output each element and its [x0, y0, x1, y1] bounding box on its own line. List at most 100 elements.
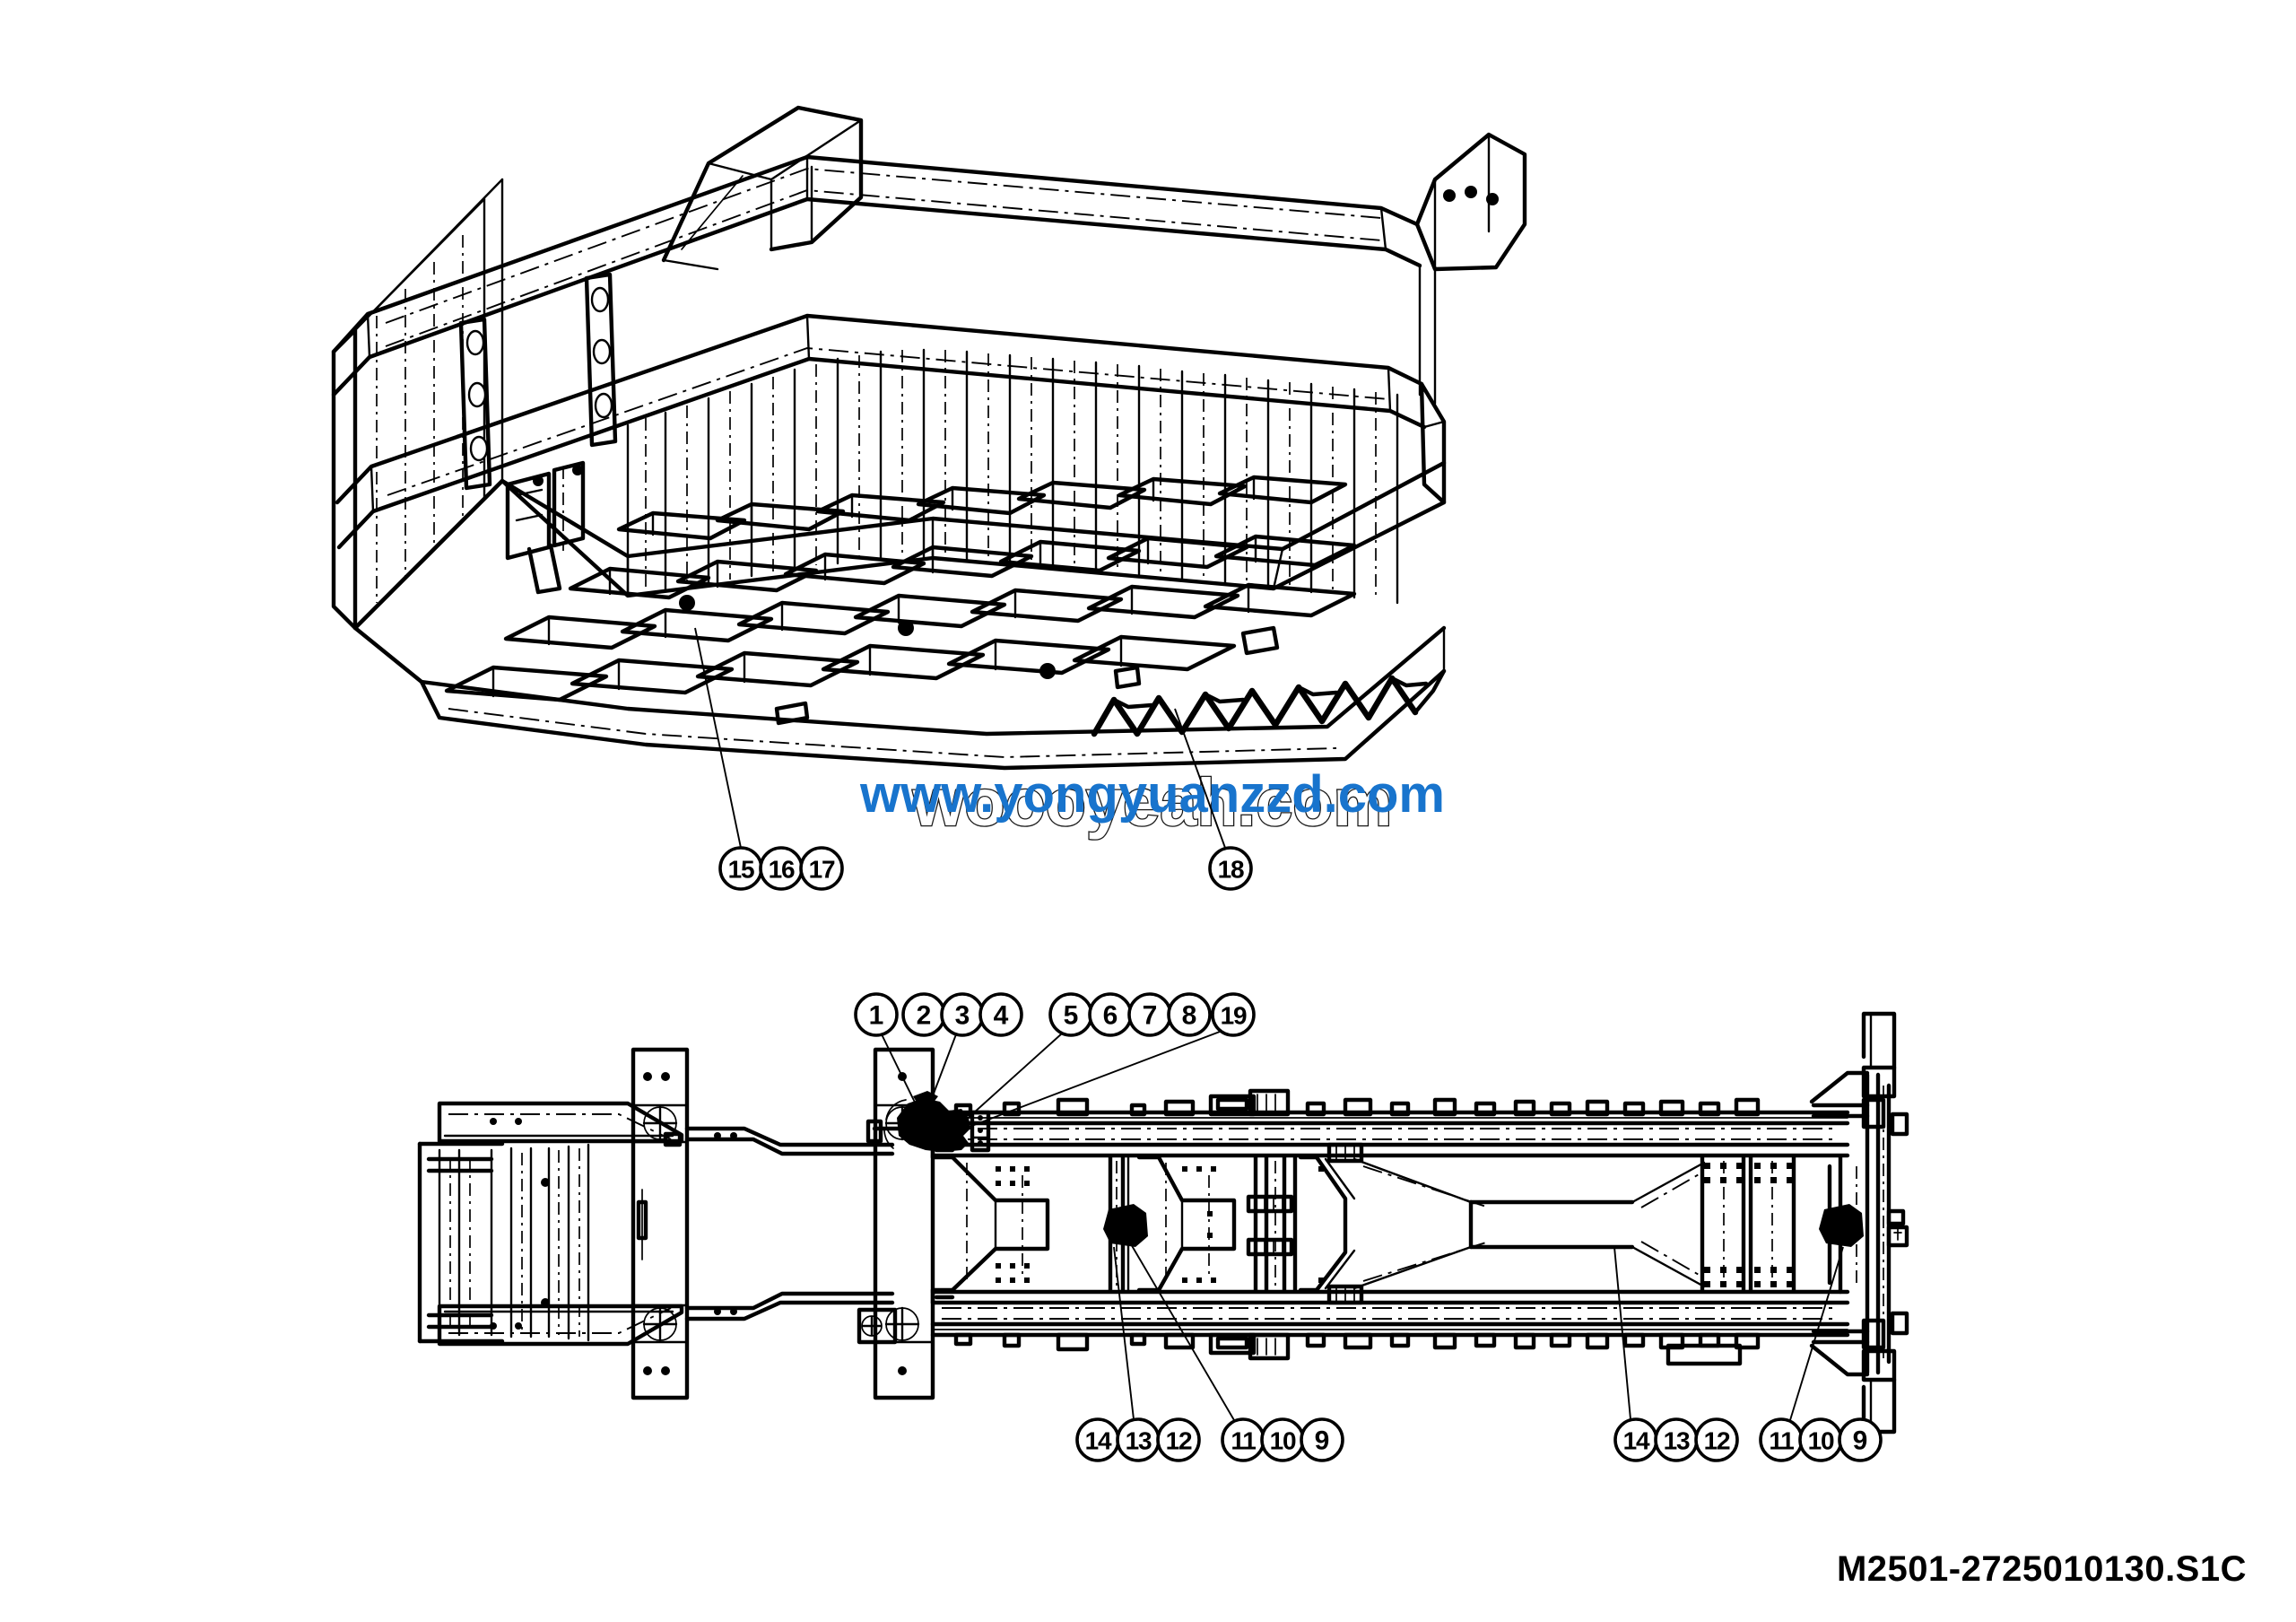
- body-floor-ribs-mid: [568, 534, 1357, 600]
- watermark-woooyeah: woooyeah.com: [912, 765, 1393, 840]
- callout-cR10[interactable]: 10: [1798, 1417, 1843, 1462]
- frame-rear-bolt-clusters: [1700, 1155, 1796, 1293]
- callout-number: 17: [809, 856, 835, 884]
- callout-number: 14: [1085, 1427, 1112, 1455]
- callout-number: 14: [1623, 1427, 1650, 1455]
- callout-number: 9: [1853, 1426, 1868, 1456]
- dump-body-isometric-view: [331, 105, 1527, 771]
- callout-c7[interactable]: 7: [1127, 992, 1172, 1037]
- body-floor-ribs-lower: [503, 582, 1357, 650]
- leader-line-11: [1126, 1237, 1235, 1421]
- frame-hinge-tower: [857, 1047, 935, 1400]
- leader-line-5: [954, 1033, 1063, 1130]
- leader-line-15: [694, 627, 742, 849]
- body-front-wall-corrugations: [626, 348, 1399, 605]
- leader-line-1: [881, 1033, 922, 1116]
- callout-circle: [1208, 846, 1253, 891]
- callout-number: 11: [1769, 1427, 1794, 1455]
- frame-front-rail-end: [930, 1142, 955, 1305]
- frame-mid-fittings: [1246, 1142, 1364, 1305]
- callout-number: 12: [1166, 1427, 1192, 1455]
- callout-c19[interactable]: 19: [1211, 992, 1256, 1037]
- body-second-rail: [335, 313, 1427, 550]
- callout-c1[interactable]: 1: [854, 992, 899, 1037]
- callout-cR9[interactable]: 9: [1838, 1417, 1883, 1462]
- callout-cL12[interactable]: 12: [1156, 1417, 1201, 1462]
- leader-line-13: [1113, 1246, 1135, 1420]
- callout-c18[interactable]: 18: [1208, 846, 1253, 891]
- body-right-upper-post: [1414, 132, 1527, 505]
- leader-line-14: [1613, 1246, 1631, 1420]
- callout-number: 2: [917, 1001, 932, 1031]
- callout-number: 13: [1664, 1427, 1690, 1455]
- callout-cR12[interactable]: 12: [1694, 1417, 1739, 1462]
- callout-circle: [1300, 1417, 1344, 1462]
- frame-front-taper: [684, 1126, 895, 1321]
- leader-line-18: [1174, 708, 1226, 849]
- frame-center-tubes: [1253, 1155, 1298, 1293]
- callout-circle: [854, 992, 899, 1037]
- frame-top-rail-fittings: [953, 1088, 1761, 1117]
- callout-circle: [799, 846, 844, 891]
- callout-number: 5: [1064, 1001, 1079, 1031]
- frame-main-rails: [930, 1110, 1850, 1338]
- callout-number: 12: [1704, 1427, 1730, 1455]
- body-floor-outline: [352, 625, 1447, 771]
- body-floor-ribs-bottom: [444, 634, 1237, 702]
- callout-leader-lines: [694, 627, 1844, 1421]
- frame-crossmember-bay-1: [930, 1155, 1050, 1293]
- body-left-corner-gusset: [661, 105, 864, 271]
- callout-number: 16: [769, 856, 795, 884]
- body-latch-detail: [505, 460, 586, 595]
- callout-number: 10: [1808, 1427, 1834, 1455]
- frame-crossmember-bay-3: [1298, 1155, 1356, 1293]
- body-top-rail: [331, 154, 1422, 397]
- callout-c4[interactable]: 4: [978, 992, 1023, 1037]
- callout-cL9[interactable]: 9: [1300, 1417, 1344, 1462]
- callout-cL11[interactable]: 11: [1221, 1417, 1265, 1462]
- frame-crossmember-bay-2: [1136, 1155, 1237, 1293]
- callout-c8[interactable]: 8: [1167, 992, 1212, 1037]
- callout-number: 13: [1126, 1427, 1152, 1455]
- callout-c5[interactable]: 5: [1048, 992, 1093, 1037]
- callout-number: 10: [1270, 1427, 1296, 1455]
- chassis-frame-plan-view: [417, 1011, 1909, 1435]
- callout-c6[interactable]: 6: [1088, 992, 1133, 1037]
- callout-circle: [1694, 1417, 1739, 1462]
- frame-bottom-rail-fittings: [953, 1332, 1761, 1366]
- frame-rear-bolster: [1809, 1065, 1909, 1382]
- leader-line-11: [1789, 1246, 1844, 1421]
- callout-number: 18: [1218, 856, 1244, 884]
- callout-cR11[interactable]: 11: [1759, 1417, 1804, 1462]
- callout-number: 1: [869, 1001, 884, 1031]
- callout-number: 3: [955, 1001, 970, 1031]
- callout-circle: [1838, 1417, 1883, 1462]
- callout-cR14[interactable]: 14: [1613, 1417, 1658, 1462]
- leader-line-3: [926, 1033, 957, 1113]
- gusset-bolts-1: [996, 1166, 1030, 1283]
- callout-number: 15: [728, 856, 754, 884]
- callout-circle: [978, 992, 1023, 1037]
- drawing-code-label: M2501-2725010130.S1C: [1837, 1549, 2247, 1589]
- callout-cR13[interactable]: 13: [1654, 1417, 1699, 1462]
- callout-number: 6: [1103, 1001, 1118, 1031]
- callout-number: 9: [1315, 1426, 1330, 1456]
- body-floor-ribs-upper: [616, 475, 1348, 541]
- callout-circle: [1211, 992, 1256, 1037]
- callout-c17[interactable]: 17: [799, 846, 844, 891]
- body-sawtooth-reinforcement: [1091, 668, 1447, 737]
- callout-number: 7: [1143, 1001, 1158, 1031]
- leader-line-19: [954, 1031, 1221, 1133]
- callout-number: 4: [994, 1001, 1009, 1031]
- frame-left-bushing: [1103, 1204, 1148, 1247]
- watermark-yongyuanzzd: www.yongyuanzzd.com: [859, 765, 1445, 824]
- callout-circle: [1156, 1417, 1201, 1462]
- body-hinge-brackets: [458, 272, 618, 491]
- callout-number: 19: [1221, 1002, 1247, 1030]
- callout-c15[interactable]: 15: [718, 846, 763, 891]
